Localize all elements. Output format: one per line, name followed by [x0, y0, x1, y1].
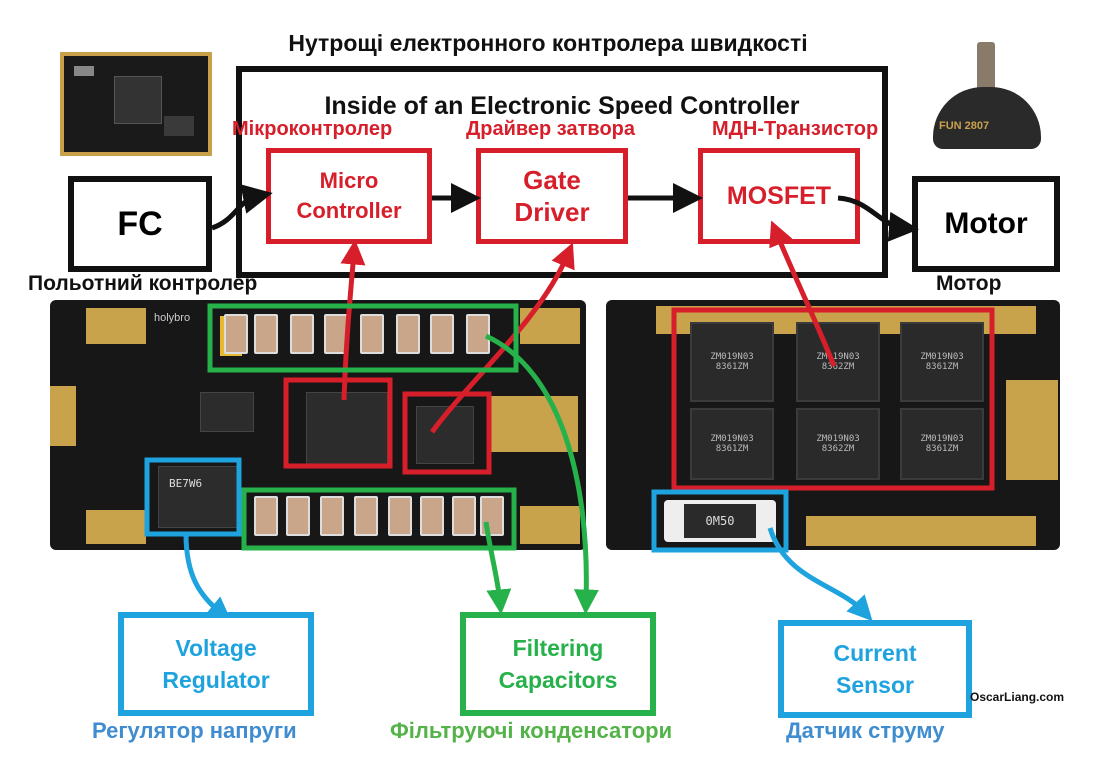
- arrow-blue-regulator: [183, 533, 232, 622]
- capacitor-row-top: [210, 304, 516, 368]
- sensor-label-1: Current: [833, 640, 917, 666]
- arrow-green-bottom: [483, 521, 512, 615]
- gate-driver-box: Gate Driver: [476, 148, 628, 244]
- fc-label: FC: [117, 204, 163, 243]
- voltage-regulator-box: Voltage Regulator: [118, 612, 314, 716]
- filter-label-2: Capacitors: [498, 667, 618, 693]
- arrow-fc-to-micro: [211, 184, 273, 231]
- mosfet-chip-4: ZM019N03 8361ZM: [690, 408, 774, 480]
- mosfet-chip-1: ZM019N03 8361ZM: [690, 322, 774, 402]
- filter-label-1: Filtering: [512, 635, 604, 661]
- highlight-caps-bottom: [241, 487, 517, 551]
- capacitor-row-bottom: [244, 488, 514, 546]
- micro-controller-box: Micro Controller: [266, 148, 432, 244]
- mosfet-label: MOSFET: [726, 181, 832, 210]
- shunt-resistor: 0M50: [664, 500, 776, 542]
- label-micro-ua: Мікроконтролер: [232, 118, 393, 140]
- fc-box: FC: [68, 176, 212, 272]
- label-capacitors-ua: Фільтруючі конденсатори: [390, 718, 673, 743]
- motor-box: Motor: [912, 176, 1060, 272]
- mosfet-chip-6: ZM019N03 8361ZM: [900, 408, 984, 480]
- flight-controller-photo: [60, 52, 212, 156]
- brand-mark: holybro: [154, 312, 191, 324]
- gate-label-1: Gate: [523, 165, 581, 195]
- arrow-mosfet-to-motor: [837, 195, 919, 242]
- highlight-micro-chip: [283, 377, 393, 469]
- mosfet-chip-5: ZM019N03 8362ZM: [796, 408, 880, 480]
- highlight-mosfets: [671, 307, 995, 491]
- label-motor-ua: Мотор: [936, 272, 1002, 295]
- voltage-label-1: Voltage: [175, 635, 257, 661]
- shunt-marking: 0M50: [705, 514, 735, 528]
- highlight-caps-top: [207, 303, 519, 373]
- regulator-marking: BE7W6: [169, 477, 203, 490]
- arrow-blue-sensor: [767, 527, 873, 622]
- filtering-capacitors-box: Filtering Capacitors: [460, 612, 656, 716]
- highlight-gate-chip: [402, 391, 492, 475]
- gate-label-2: Driver: [514, 197, 590, 227]
- label-sensor-ua: Датчик струму: [786, 718, 945, 743]
- label-mosfet-ua: МДН-Транзистор: [712, 118, 879, 140]
- micro-label-1: Micro: [319, 168, 379, 193]
- watermark: OscarLiang.com: [970, 690, 1065, 704]
- label-gate-ua: Драйвер затвора: [466, 118, 635, 140]
- voltage-label-2: Regulator: [162, 667, 270, 693]
- title-english: Inside of an Electronic Speed Controller: [324, 92, 800, 120]
- mosfet-chip-3: ZM019N03 8361ZM: [900, 322, 984, 402]
- title-ukrainian: Нутрощі електронного контролера швидкост…: [288, 30, 808, 56]
- current-sensor-box: Current Sensor: [778, 620, 972, 718]
- highlight-regulator: [144, 457, 242, 537]
- label-fc-ua: Польотний контролер: [28, 272, 258, 295]
- sensor-label-2: Sensor: [836, 672, 914, 698]
- motor-label: Motor: [944, 207, 1028, 240]
- arrow-red-micro: [340, 239, 366, 401]
- motor-photo: FUN 2807: [925, 42, 1050, 152]
- motor-brand: FUN 2807: [939, 120, 990, 132]
- label-voltage-ua: Регулятор напруги: [92, 718, 297, 743]
- arrow-red-mosfet: [769, 220, 837, 367]
- arrow-green-top: [484, 333, 599, 615]
- micro-label-2: Controller: [296, 198, 402, 223]
- mosfet-chip-2: ZM019N03 8362ZM: [796, 322, 880, 402]
- highlight-shunt: [651, 489, 789, 553]
